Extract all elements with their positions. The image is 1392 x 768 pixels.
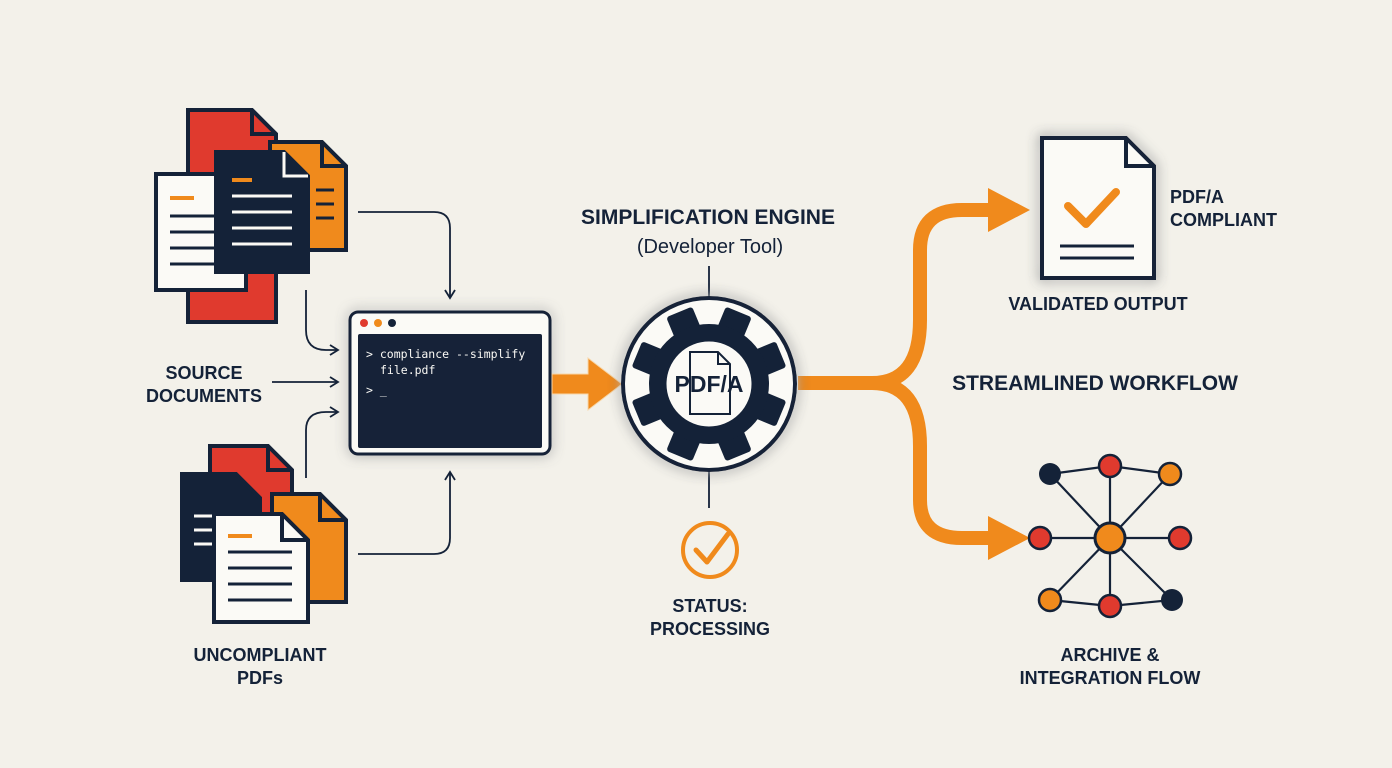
- archive-label-line-2: INTEGRATION FLOW: [1019, 668, 1201, 688]
- engine-gear: [621, 296, 797, 472]
- uncompliant-label-line-2: PDFs: [236, 668, 283, 688]
- network-graph-icon: [1027, 453, 1193, 619]
- uncompliant-label-line-1: UNCOMPLIANT: [193, 645, 327, 665]
- terminal-window: [348, 310, 552, 456]
- source-label-line-2: DOCUMENTS: [146, 386, 262, 406]
- uncompliant-pdfs-label: UNCOMPLIANT PDFs: [180, 644, 340, 690]
- status-check-icon: [681, 521, 739, 579]
- engine-to-archive-line: [871, 376, 990, 545]
- terminal-line-1: > compliance --simplify: [366, 347, 525, 361]
- terminal-minimize-dot: [374, 319, 382, 327]
- gear-label: PDF/A: [675, 371, 744, 397]
- input-connectors: [272, 211, 710, 555]
- engine-subtitle: (Developer Tool): [636, 236, 784, 258]
- archive-label-line-1: ARCHIVE &: [1060, 645, 1160, 665]
- terminal-to-engine-arrow: [551, 356, 623, 412]
- status-label-line-1: STATUS:: [672, 596, 748, 616]
- compliant-label-line-1: PDF/A: [1170, 187, 1224, 207]
- status-label-line-2: PROCESSING: [649, 619, 771, 639]
- source-documents-stack: [154, 108, 348, 324]
- terminal-line-2: file.pdf: [380, 363, 435, 377]
- source-documents-label: SOURCE DOCUMENTS: [134, 362, 274, 408]
- archive-integration-label: ARCHIVE & INTEGRATION FLOW: [1000, 644, 1220, 690]
- document-in-gear-icon: [689, 351, 731, 415]
- compliant-label-line-2: COMPLIANT: [1170, 210, 1277, 230]
- bottom-to-terminal-arrow: [358, 470, 456, 555]
- streamlined-workflow-label: STREAMLINED WORKFLOW: [952, 372, 1238, 395]
- main-flow-arrows: [551, 188, 1030, 560]
- source-label-line-1: SOURCE: [165, 363, 243, 383]
- compliant-check-icon: [1064, 188, 1120, 228]
- output-arrow-head: [988, 188, 1030, 232]
- status-label: STATUS: PROCESSING: [630, 595, 790, 641]
- engine-title: SIMPLIFICATION ENGINE: [581, 206, 835, 229]
- archive-arrow-head: [988, 516, 1030, 560]
- terminal-close-dot: [360, 319, 368, 327]
- pdfa-compliant-label: PDF/A COMPLIANT: [1170, 186, 1290, 232]
- top-stack-arrow: [305, 290, 340, 356]
- uncompliant-pdfs-stack: [180, 444, 348, 624]
- terminal-prompt: > _: [366, 383, 387, 397]
- validated-output-label: VALIDATED OUTPUT: [1008, 294, 1188, 314]
- bottom-stack-arrow: [305, 406, 340, 478]
- top-to-terminal-arrow: [358, 211, 456, 300]
- terminal-maximize-dot: [388, 319, 396, 327]
